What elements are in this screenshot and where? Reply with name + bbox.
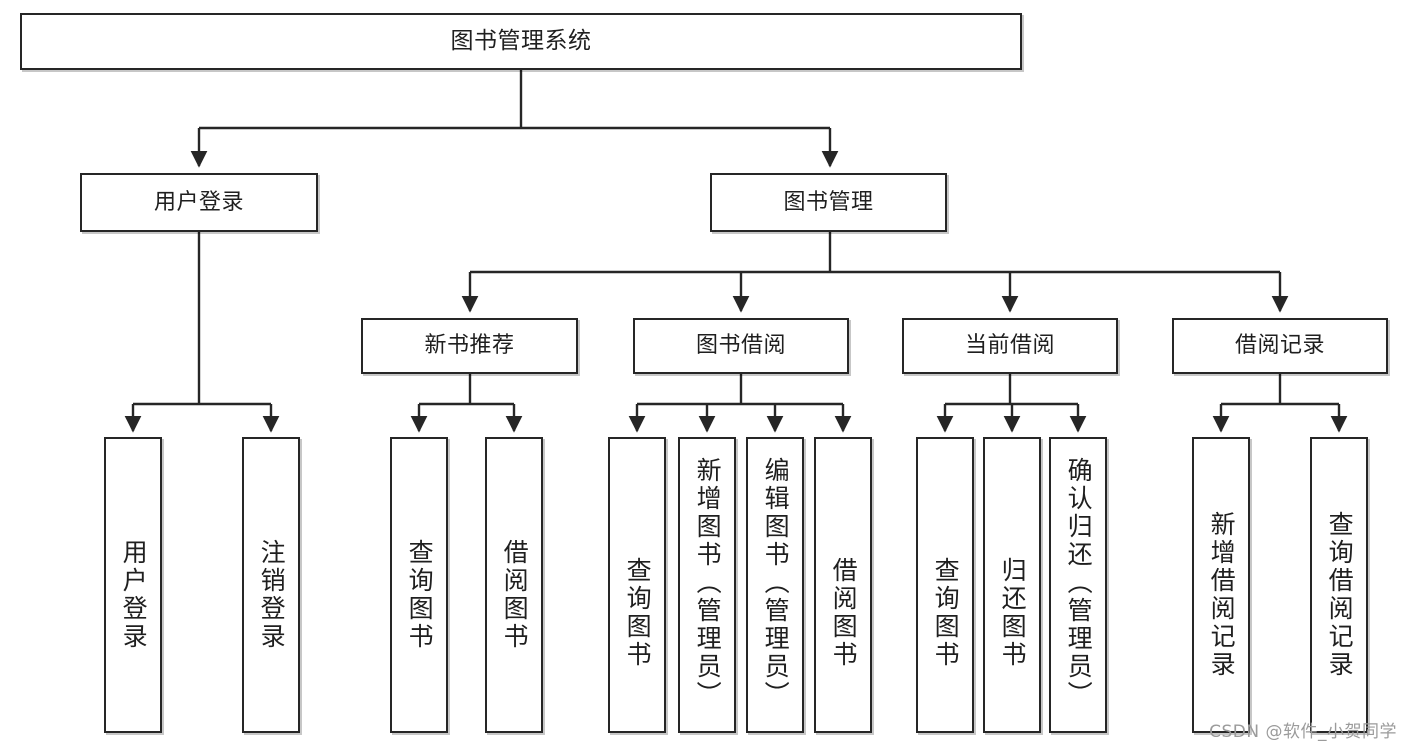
leaf-label: 用户登录 (119, 539, 149, 651)
leaf-label: 查询图书 (623, 557, 653, 669)
leaf-label: 查询借阅记录 (1325, 511, 1355, 679)
leaf-label: 新增图书（管理员） (693, 457, 723, 709)
leaf-node[interactable]: 新增图书（管理员） (678, 437, 736, 733)
leaf-node[interactable]: 查询图书 (390, 437, 448, 733)
leaf-label: 查询图书 (405, 539, 435, 651)
csdn-watermark: CSDN @软件_小贺同学 (1209, 722, 1397, 742)
leaf-node[interactable]: 借阅图书 (485, 437, 543, 733)
node-label: 图书管理 (783, 189, 874, 215)
node-label: 新书推荐 (424, 333, 515, 359)
node-root[interactable]: 图书管理系统 (20, 13, 1022, 70)
node-current-borrow[interactable]: 当前借阅 (902, 318, 1118, 374)
node-user-login-module[interactable]: 用户登录 (80, 173, 318, 232)
leaf-node[interactable]: 确认归还（管理员） (1049, 437, 1107, 733)
node-new-book-recommend[interactable]: 新书推荐 (361, 318, 578, 374)
node-borrow-record[interactable]: 借阅记录 (1172, 318, 1388, 374)
leaf-node[interactable]: 用户登录 (104, 437, 162, 733)
leaf-node[interactable]: 借阅图书 (814, 437, 872, 733)
leaf-node[interactable]: 归还图书 (983, 437, 1041, 733)
leaf-label: 借阅图书 (500, 539, 530, 651)
node-book-management-module[interactable]: 图书管理 (710, 173, 947, 232)
leaf-label: 注销登录 (257, 539, 287, 651)
leaf-label: 归还图书 (998, 557, 1028, 669)
node-label: 当前借阅 (964, 333, 1055, 359)
node-root-label: 图书管理系统 (450, 28, 592, 55)
leaf-node[interactable]: 查询图书 (608, 437, 666, 733)
leaf-node[interactable]: 查询借阅记录 (1310, 437, 1368, 733)
leaf-node[interactable]: 新增借阅记录 (1192, 437, 1250, 733)
leaf-label: 查询图书 (931, 557, 961, 669)
leaf-node[interactable]: 查询图书 (916, 437, 974, 733)
leaf-node[interactable]: 注销登录 (242, 437, 300, 733)
leaf-label: 借阅图书 (829, 557, 859, 669)
leaf-label: 编辑图书（管理员） (761, 457, 791, 709)
node-label: 借阅记录 (1234, 333, 1325, 359)
node-label: 用户登录 (153, 189, 244, 215)
node-book-borrow[interactable]: 图书借阅 (633, 318, 849, 374)
leaf-node[interactable]: 编辑图书（管理员） (746, 437, 804, 733)
node-label: 图书借阅 (695, 333, 786, 359)
leaf-label: 新增借阅记录 (1207, 511, 1237, 679)
leaf-label: 确认归还（管理员） (1064, 457, 1094, 709)
